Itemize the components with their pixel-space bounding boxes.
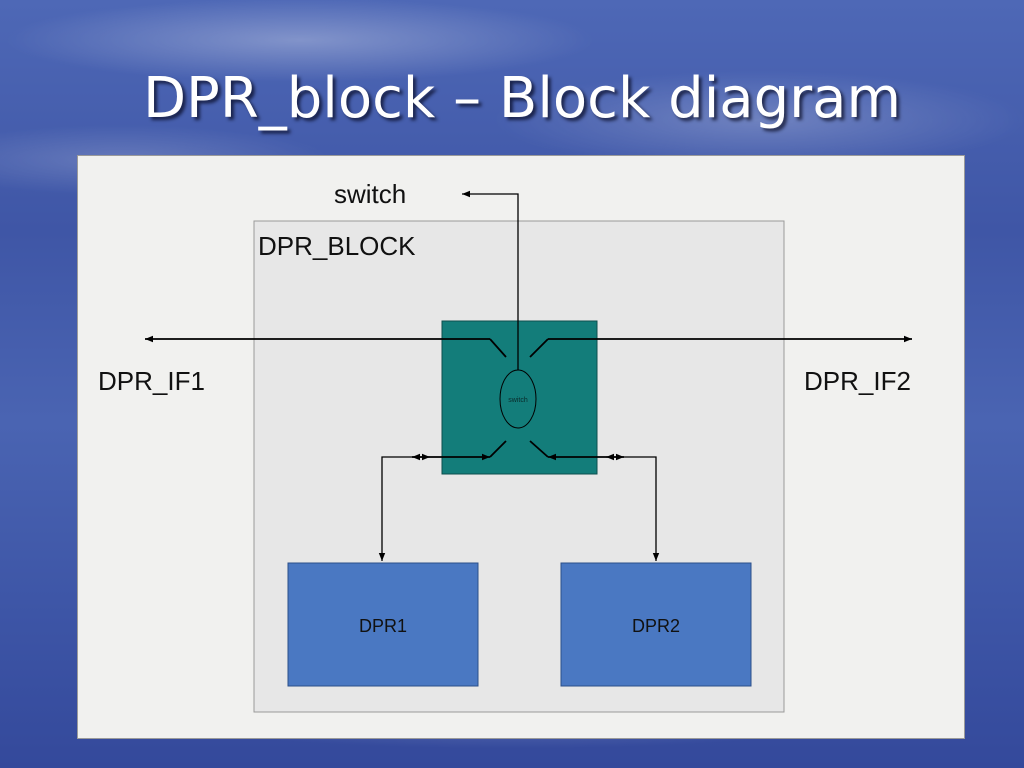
dpr-block-label: DPR_BLOCK [258,231,416,261]
crossover-line-2 [489,338,549,458]
dpr2-label: DPR2 [632,616,680,636]
dpr1-block [287,562,479,687]
dpr2-block [560,562,752,687]
dpr-if1-label: DPR_IF1 [98,366,205,396]
switch-node-label: switch [508,397,528,404]
dpr1-connector [378,453,430,561]
slide-title: DPR_block – Block diagram [142,66,902,131]
dpr1-label: DPR1 [359,616,407,636]
dpr2-connector [606,453,660,561]
switch-input-label: switch [334,179,406,209]
switch-control-line [462,190,519,373]
dpr-if2-label: DPR_IF2 [804,366,911,396]
crossover-line-1 [489,338,549,458]
switch-node [499,369,537,429]
